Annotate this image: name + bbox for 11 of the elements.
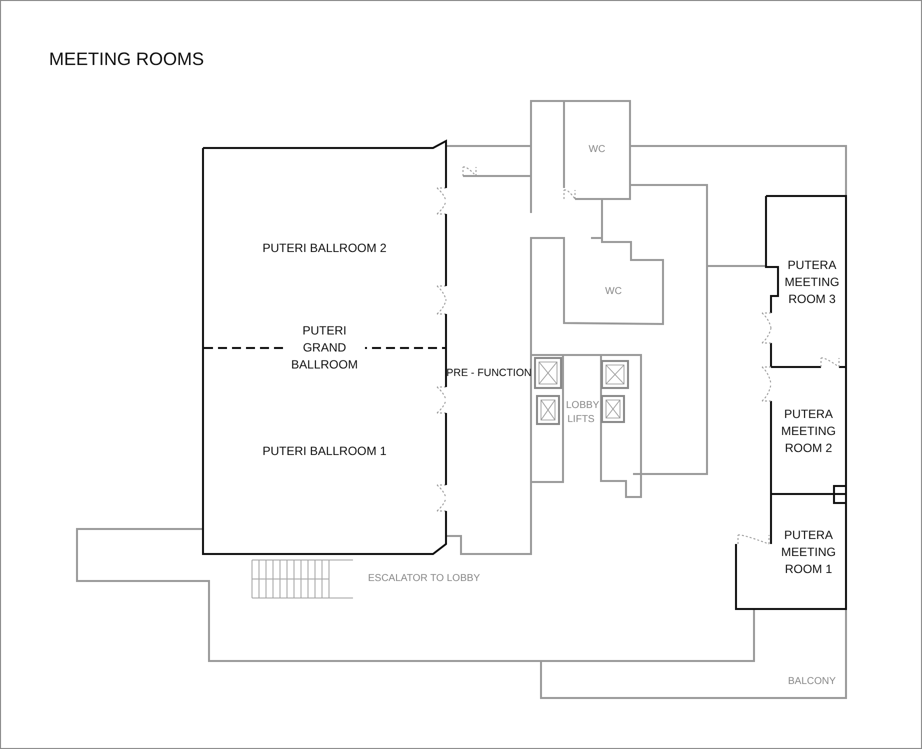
room-label: PRE - FUNCTION — [446, 366, 532, 381]
room-label: PUTERI BALLROOM 2 — [262, 240, 387, 256]
room-label: PUTERA MEETING ROOM 2 — [780, 406, 837, 456]
room-label: WC — [605, 285, 622, 299]
page-title: MEETING ROOMS — [49, 49, 204, 70]
room-label: PUTERA MEETING ROOM 3 — [784, 256, 840, 308]
room-label: PUTERI BALLROOM 1 — [262, 442, 387, 460]
area-label: BALCONY — [788, 675, 837, 689]
room-label: PUTERA MEETING ROOM 1 — [780, 526, 837, 578]
area-label: ESCALATOR TO LOBBY — [368, 572, 482, 586]
room-label: WC — [588, 143, 606, 157]
